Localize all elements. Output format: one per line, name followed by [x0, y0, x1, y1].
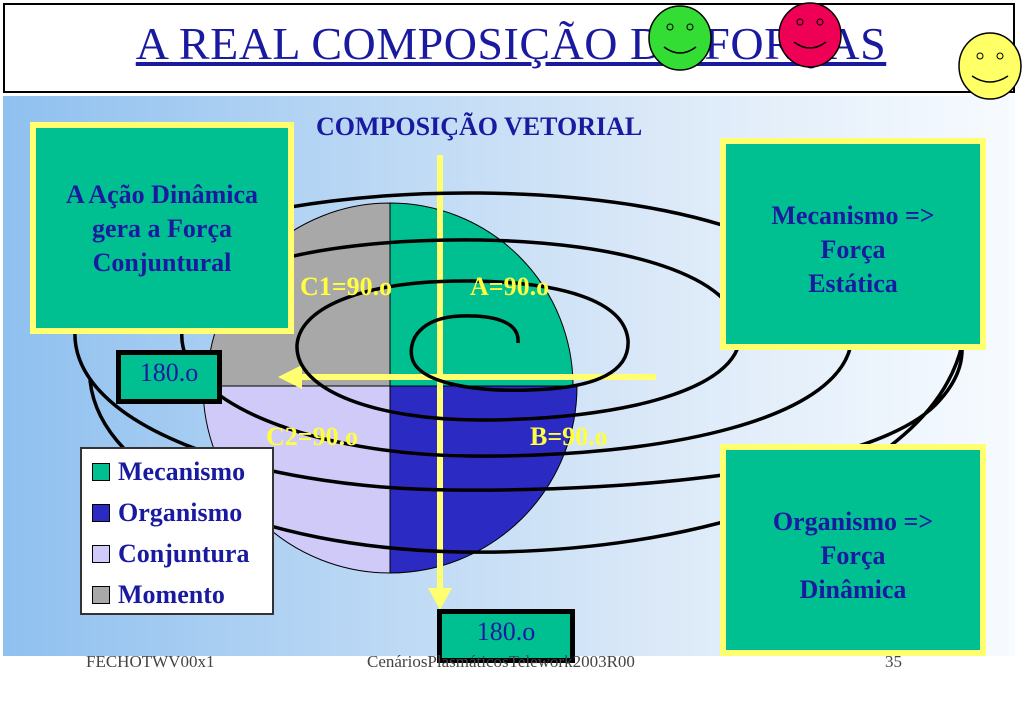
- quadrant-label-c2: C2=90.o: [266, 422, 359, 451]
- mechanism-box-line-3: Estática: [808, 269, 898, 298]
- legend-label-conjuntura: Conjuntura: [118, 539, 250, 568]
- down-arrowhead: [428, 588, 452, 610]
- action-box-line-3: Conjuntural: [92, 248, 232, 277]
- action-box: A Ação Dinâmica gera a Força Conjuntural: [30, 122, 294, 334]
- pie-sector-mecanismo: [389, 202, 574, 387]
- organism-box: Organismo => Força Dinâmica: [720, 444, 986, 656]
- legend: Mecanismo Organismo Conjuntura Momento: [80, 447, 274, 615]
- legend-item-conjuntura: Conjuntura: [92, 539, 249, 569]
- legend-label-mecanismo: Mecanismo: [118, 457, 246, 486]
- footer-center: CenáriosPlasmáticosTelework2003R00: [367, 652, 635, 671]
- yellow-smiley-icon: [958, 32, 1022, 100]
- quadrant-label-c1: C1=90.o: [300, 272, 393, 301]
- organism-box-line-3: Dinâmica: [799, 575, 907, 604]
- legend-swatch-mecanismo: [92, 463, 110, 481]
- legend-item-mecanismo: Mecanismo: [92, 457, 245, 487]
- legend-item-organismo: Organismo: [92, 498, 242, 528]
- left-arrowhead: [278, 365, 302, 389]
- mechanism-box: Mecanismo => Força Estática: [720, 138, 986, 350]
- quadrant-label-a: A=90.o: [470, 272, 550, 301]
- red-smiley-icon: [778, 2, 842, 68]
- spiral-inner: [73, 191, 854, 492]
- degree-label-left: 180.o: [116, 350, 222, 404]
- organism-box-line-1: Organismo =>: [772, 507, 934, 536]
- organism-box-line-2: Força: [820, 541, 886, 570]
- legend-swatch-conjuntura: [92, 545, 110, 563]
- legend-label-organismo: Organismo: [118, 498, 243, 527]
- diagram-subtitle: COMPOSIÇÃO VETORIAL: [316, 112, 643, 141]
- quadrant-label-b: B=90.o: [530, 422, 608, 451]
- legend-item-momento: Momento: [92, 580, 225, 610]
- legend-label-momento: Momento: [118, 580, 225, 609]
- legend-swatch-momento: [92, 586, 110, 604]
- degree-label-bottom: 180.o: [437, 609, 575, 663]
- green-smiley-icon: [648, 5, 712, 71]
- page-title: A REAL COMPOSIÇÃO DE FORÇAS: [135, 18, 887, 69]
- mechanism-box-line-1: Mecanismo =>: [771, 201, 935, 230]
- footer-left: FECHOTWV00x1: [86, 652, 215, 671]
- mechanism-box-line-2: Força: [820, 235, 886, 264]
- pie-sector-organismo: [389, 385, 578, 574]
- footer-page-number: 35: [885, 652, 902, 671]
- action-box-line-1: A Ação Dinâmica: [65, 180, 259, 209]
- title-frame: A REAL COMPOSIÇÃO DE FORÇAS: [3, 3, 1015, 93]
- action-box-line-2: gera a Força: [91, 214, 233, 243]
- legend-swatch-organismo: [92, 504, 110, 522]
